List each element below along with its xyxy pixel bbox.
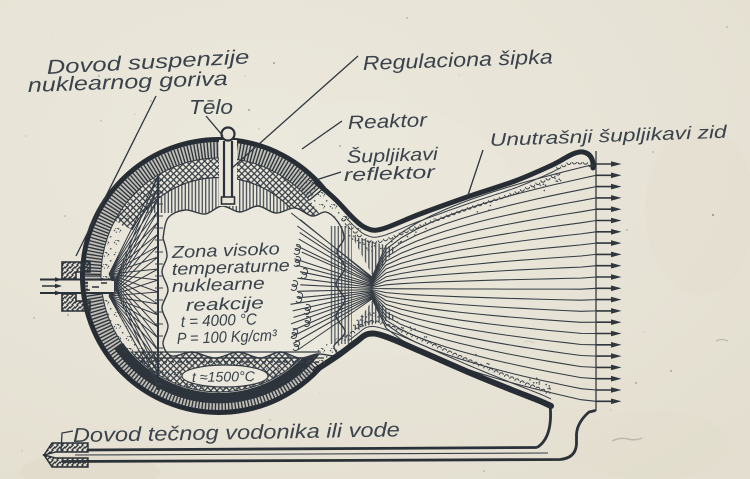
svg-text:P = 100 Kg/cm³: P = 100 Kg/cm³ — [177, 327, 278, 348]
svg-text:Tēlo: Tēlo — [189, 97, 233, 119]
svg-text:nuklearne: nuklearne — [171, 274, 265, 296]
svg-text:Zona visoko: Zona visoko — [170, 239, 280, 262]
svg-text:reflektor: reflektor — [343, 162, 436, 185]
svg-text:t = 4000 °C: t = 4000 °C — [181, 311, 258, 331]
svg-text:Reaktor: Reaktor — [347, 110, 427, 134]
svg-text:t ≈1500°C: t ≈1500°C — [192, 368, 256, 385]
svg-text:reakcije: reakcije — [185, 293, 264, 315]
svg-text:Šupljikavi: Šupljikavi — [346, 143, 439, 167]
svg-text:temperaturne: temperaturne — [171, 256, 290, 279]
